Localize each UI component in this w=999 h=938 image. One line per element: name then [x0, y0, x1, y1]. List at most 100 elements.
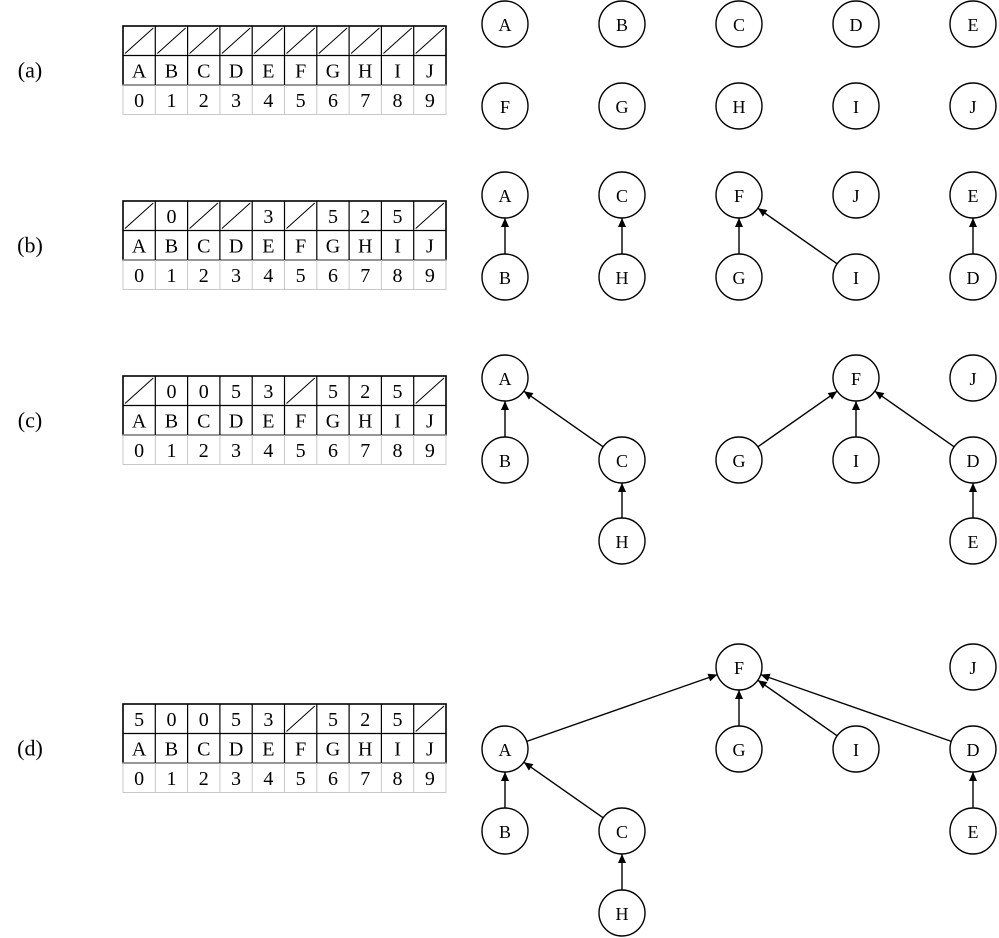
element-index: 6: [328, 768, 338, 790]
node-G: G: [715, 253, 763, 301]
node-F: F: [715, 171, 763, 219]
node-circle: [481, 354, 529, 402]
element-index: 3: [231, 265, 241, 287]
node-circle: [598, 253, 646, 301]
empty-slash: [350, 27, 380, 54]
node-label: I: [853, 740, 859, 760]
empty-slash: [253, 27, 283, 54]
empty-slash: [124, 202, 154, 229]
node-circle: [481, 253, 529, 301]
node-label: F: [851, 369, 861, 389]
panel-label: (d): [17, 736, 43, 761]
parent-value: 5: [393, 709, 403, 731]
node-label: H: [616, 532, 629, 552]
node-label: H: [616, 904, 629, 924]
node-A: A: [481, 725, 529, 773]
node-C: C: [715, 0, 763, 48]
element-index: 4: [263, 440, 273, 462]
node-circle: [598, 807, 646, 855]
node-circle: [949, 643, 997, 691]
node-label: H: [733, 97, 746, 117]
node-circle: [481, 0, 529, 48]
node-label: D: [967, 740, 980, 760]
node-circle: [832, 0, 880, 48]
parent-value: 5: [231, 381, 241, 403]
parent-value: 5: [231, 709, 241, 731]
empty-slash: [221, 202, 251, 229]
node-label: F: [734, 658, 744, 678]
node-label: J: [969, 658, 976, 678]
element-index: 4: [263, 90, 273, 112]
element-name: F: [295, 410, 306, 432]
node-B: B: [481, 807, 529, 855]
node-F: F: [832, 354, 880, 402]
node-label: E: [968, 822, 979, 842]
element-name: J: [426, 738, 434, 760]
element-index: 5: [296, 440, 306, 462]
node-label: B: [499, 451, 511, 471]
node-D: D: [949, 253, 997, 301]
element-index: 6: [328, 440, 338, 462]
empty-slash: [415, 705, 445, 732]
element-index: 1: [166, 768, 176, 790]
element-name: G: [326, 235, 340, 257]
node-G: G: [598, 82, 646, 130]
element-name: G: [326, 410, 340, 432]
node-I: I: [832, 725, 880, 773]
parent-value: 0: [166, 709, 176, 731]
parent-value: 0: [199, 381, 209, 403]
node-G: G: [715, 725, 763, 773]
node-label: G: [733, 451, 746, 471]
element-index: 5: [296, 768, 306, 790]
edge-G-to-F: [757, 390, 838, 448]
element-name: I: [394, 738, 401, 760]
parent-value: 2: [360, 206, 370, 228]
node-label: G: [733, 268, 746, 288]
node-circle: [949, 725, 997, 773]
element-name: A: [132, 738, 147, 760]
node-circle: [481, 82, 529, 130]
element-index: 9: [425, 768, 435, 790]
element-index: 0: [134, 440, 144, 462]
empty-slash: [286, 27, 316, 54]
element-index: 3: [231, 90, 241, 112]
element-name: H: [358, 60, 372, 82]
node-F: F: [481, 82, 529, 130]
element-index: 2: [199, 90, 209, 112]
parent-value: 5: [393, 381, 403, 403]
node-E: E: [949, 517, 997, 565]
element-index: 1: [166, 440, 176, 462]
panel-label: (c): [18, 408, 42, 433]
empty-slash: [189, 27, 219, 54]
element-name: E: [262, 738, 274, 760]
node-circle: [598, 171, 646, 219]
node-label: A: [499, 369, 512, 389]
element-index: 8: [393, 265, 403, 287]
empty-slash: [286, 377, 316, 404]
edge-D-to-F: [874, 390, 955, 448]
node-H: H: [715, 82, 763, 130]
node-circle: [598, 436, 646, 484]
element-index: 7: [360, 265, 370, 287]
empty-slash: [124, 27, 154, 54]
element-name: D: [229, 410, 243, 432]
node-circle: [715, 725, 763, 773]
node-label: G: [616, 97, 629, 117]
node-B: B: [481, 253, 529, 301]
node-circle: [949, 354, 997, 402]
edge-C-to-A: [523, 390, 604, 448]
parent-value: 3: [263, 381, 273, 403]
node-circle: [715, 253, 763, 301]
element-name: C: [197, 60, 210, 82]
node-circle: [832, 171, 880, 219]
node-circle: [832, 436, 880, 484]
element-name: F: [295, 235, 306, 257]
empty-slash: [415, 27, 445, 54]
element-name: H: [358, 410, 372, 432]
element-index: 7: [360, 768, 370, 790]
node-J: J: [832, 171, 880, 219]
node-circle: [949, 517, 997, 565]
edge-A-to-F: [526, 673, 718, 743]
